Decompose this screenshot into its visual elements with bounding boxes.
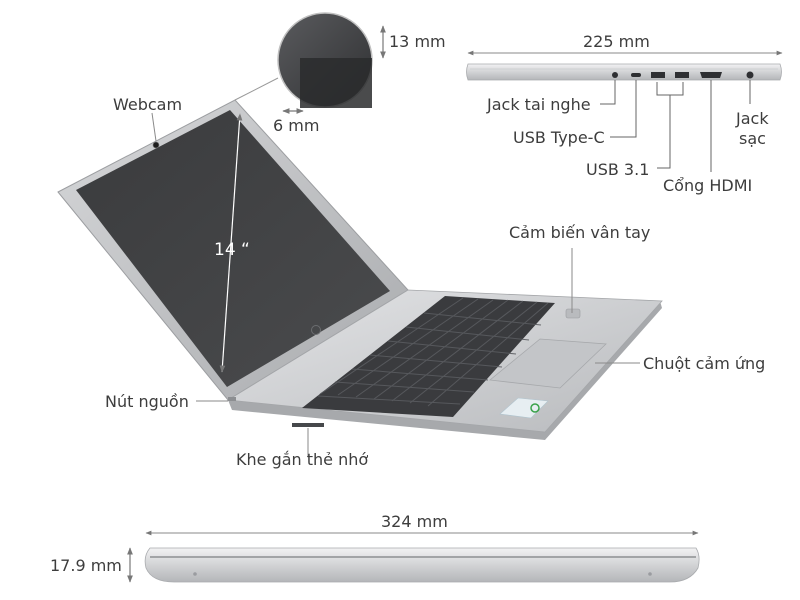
label-fingerprint-sensor: Cảm biến vân tay bbox=[509, 223, 651, 242]
sticker-logo-icon bbox=[530, 403, 540, 413]
label-headphone-jack: Jack tai nghe bbox=[487, 95, 591, 114]
zoom-leader bbox=[234, 77, 279, 101]
usb-a-port-1 bbox=[651, 72, 665, 78]
label-webcam: Webcam bbox=[113, 95, 183, 114]
callout-leaders bbox=[151, 112, 640, 456]
side-profile bbox=[466, 63, 782, 81]
label-touchpad: Chuột cảm ứng bbox=[643, 354, 766, 373]
usb-a-port-2 bbox=[675, 72, 689, 78]
screen-diagonal-arrow bbox=[219, 113, 243, 373]
label-screen-size: 14 “ bbox=[214, 240, 250, 260]
front-view bbox=[127, 530, 700, 583]
hp-logo-icon bbox=[311, 325, 321, 335]
label-power-button: Nút nguồn bbox=[105, 392, 189, 411]
label-charging-jack-line1: Jack bbox=[736, 109, 769, 128]
side-port-view bbox=[466, 50, 783, 172]
laptop-open-view bbox=[57, 99, 663, 440]
zoom-screen-corner bbox=[300, 58, 372, 108]
power-button bbox=[228, 397, 236, 401]
fingerprint-sensor bbox=[565, 308, 581, 319]
touchpad bbox=[489, 338, 607, 389]
label-charging-jack-line2: sạc bbox=[739, 129, 766, 148]
label-13mm: 13 mm bbox=[389, 32, 446, 51]
keyboard-keys bbox=[317, 297, 549, 407]
bezel-zoom-inset bbox=[234, 12, 386, 114]
label-324mm: 324 mm bbox=[381, 512, 448, 531]
front-profile bbox=[144, 547, 700, 583]
charging-port bbox=[746, 71, 754, 79]
keyboard bbox=[302, 296, 555, 417]
hdmi-port bbox=[700, 72, 722, 78]
port-leaders bbox=[600, 80, 751, 172]
label-card-slot: Khe gắn thẻ nhớ bbox=[236, 450, 369, 469]
label-17-9mm: 17.9 mm bbox=[50, 556, 122, 575]
usb-c-port bbox=[631, 73, 641, 77]
memory-card-slot bbox=[292, 423, 324, 427]
label-usb-3-1: USB 3.1 bbox=[586, 160, 650, 179]
label-6mm: 6 mm bbox=[273, 116, 320, 135]
label-hdmi-port: Cổng HDMI bbox=[663, 176, 753, 195]
headphone-port bbox=[612, 72, 618, 78]
energy-sticker bbox=[499, 397, 549, 419]
webcam-icon bbox=[152, 141, 160, 149]
label-usb-type-c: USB Type-C bbox=[513, 128, 605, 147]
label-225mm: 225 mm bbox=[583, 32, 650, 51]
